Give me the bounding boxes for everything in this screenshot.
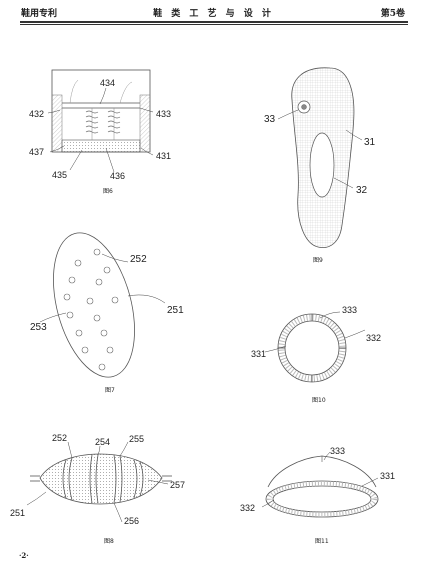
- label-434: 434: [100, 78, 115, 88]
- figure-9-drawing: 33 31 32: [264, 67, 376, 249]
- figure-7-drawing: 252 251 253: [30, 232, 184, 378]
- label-252: 252: [52, 433, 67, 443]
- label-333: 333: [342, 305, 357, 315]
- label-436: 436: [110, 171, 125, 181]
- label-252: 252: [130, 254, 147, 265]
- label-251: 251: [167, 305, 184, 316]
- journal-title: 鞋 类 工 艺 与 设 计: [153, 9, 274, 19]
- caption-figure-8: 图8: [104, 538, 114, 545]
- label-332: 332: [366, 333, 381, 343]
- caption-figure-10: 图10: [312, 397, 326, 404]
- label-31: 31: [364, 137, 376, 148]
- label-431: 431: [156, 151, 171, 161]
- label-435: 435: [52, 170, 67, 180]
- page-number: ·2·: [19, 551, 29, 560]
- label-32: 32: [356, 185, 368, 196]
- caption-figure-7: 图7: [105, 387, 115, 394]
- figure-6-drawing: 434 432 433 437 431 435 436: [29, 69, 171, 181]
- label-437: 437: [29, 147, 44, 157]
- header-rule: [20, 21, 408, 23]
- journal-section-label: 鞋用专利: [21, 9, 58, 19]
- label-257: 257: [170, 480, 185, 490]
- label-331: 331: [380, 471, 395, 481]
- label-332: 332: [240, 503, 255, 513]
- header-rule-thin: [20, 24, 408, 25]
- caption-figure-9: 图9: [313, 257, 323, 264]
- caption-figure-6: 图6: [103, 188, 113, 195]
- figure-11-drawing: 333 331 332: [240, 446, 395, 518]
- figure-8-drawing: 252 254 255 257 251 256: [10, 433, 185, 526]
- volume-label: 第5卷: [380, 9, 405, 19]
- label-255: 255: [129, 434, 144, 444]
- label-256: 256: [124, 516, 139, 526]
- label-251: 251: [10, 508, 25, 518]
- caption-figure-11: 图11: [315, 538, 329, 545]
- label-331: 331: [251, 349, 266, 359]
- label-432: 432: [29, 109, 44, 119]
- label-33: 33: [264, 114, 276, 125]
- label-254: 254: [95, 437, 110, 447]
- figure-10-drawing: 333 332 331: [251, 305, 381, 383]
- label-333: 333: [330, 446, 345, 456]
- label-433: 433: [156, 109, 171, 119]
- label-253: 253: [30, 322, 47, 333]
